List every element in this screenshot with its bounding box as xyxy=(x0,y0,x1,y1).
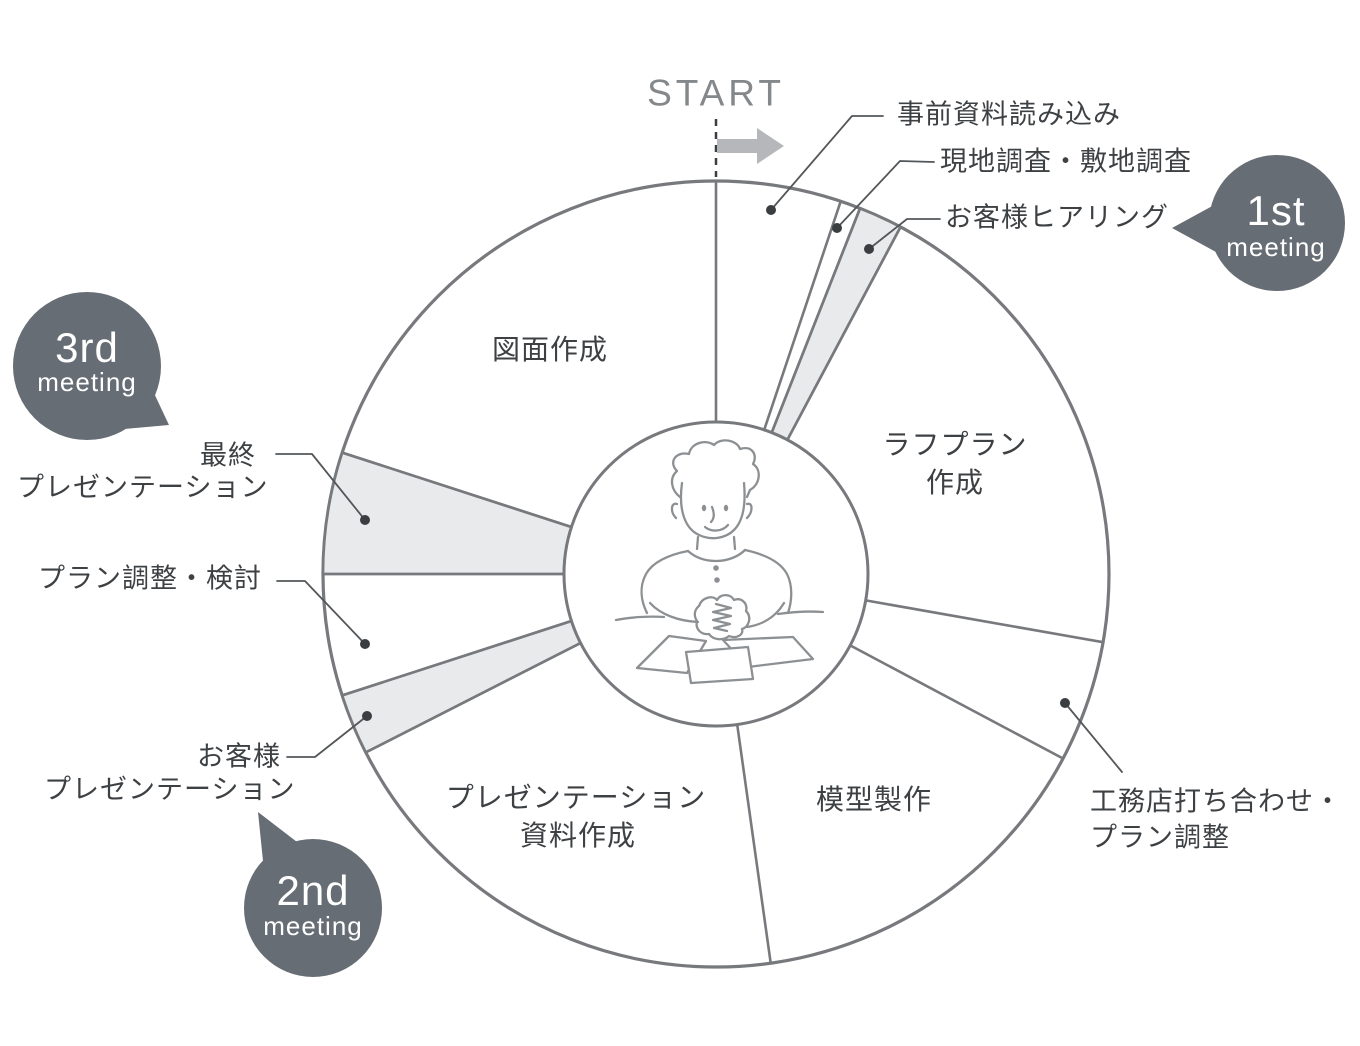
leader-customer-hearing xyxy=(868,218,941,250)
badge-2nd-meeting-ordinal: 2nd xyxy=(276,867,350,914)
leader-site-survey xyxy=(836,160,935,229)
leader-final-presentation xyxy=(275,453,366,521)
badge-3rd-circle xyxy=(13,292,161,440)
dot-final-presentation xyxy=(360,515,370,525)
button xyxy=(713,565,719,571)
clasped-hands xyxy=(693,593,751,641)
segment-label-rough-plan-line1: ラフプラン xyxy=(882,429,1028,460)
right-arm xyxy=(743,548,793,615)
label-contractor-meeting-line2: プラン調整 xyxy=(1090,822,1230,853)
marker-dots xyxy=(360,205,1070,721)
left-ear xyxy=(670,502,679,520)
label-pre-materials-reading: 事前資料読み込み xyxy=(897,99,1121,130)
label-site-survey: 現地調査・敷地調査 xyxy=(940,146,1192,177)
badge-1st-meeting-ordinal: 1st xyxy=(1246,187,1306,234)
left-arm xyxy=(640,549,690,615)
neck xyxy=(695,535,737,551)
person-at-desk-icon xyxy=(614,439,825,685)
right-forearm xyxy=(745,601,786,629)
nose xyxy=(709,505,715,524)
desk-right xyxy=(776,610,825,616)
divider xyxy=(786,225,902,442)
right-ear xyxy=(745,502,753,520)
dot-customer-hearing xyxy=(864,244,874,254)
label-customer-hearing: お客様ヒアリング xyxy=(945,202,1169,233)
label-final-presentation-line2: プレゼンテーション xyxy=(17,472,269,503)
label-plan-review: プラン調整・検討 xyxy=(38,563,262,594)
dot-pre-materials xyxy=(766,205,776,215)
divider xyxy=(340,619,573,697)
start-arrow-icon xyxy=(717,128,784,164)
label-customer-presentation-line2: プレゼンテーション xyxy=(44,774,296,805)
face xyxy=(679,481,746,540)
badge-2nd-tail xyxy=(258,812,297,861)
divider xyxy=(340,451,573,529)
badge-shapes xyxy=(13,155,1345,977)
left-eye xyxy=(701,504,707,512)
dot-site-survey xyxy=(832,223,842,233)
leader-contractor-meeting xyxy=(1064,702,1123,773)
label-contractor-meeting-line1: 工務店打ち合わせ・ xyxy=(1090,786,1342,817)
badge-3rd-meeting-ordinal: 3rd xyxy=(55,324,119,371)
divider xyxy=(864,599,1105,644)
leader-lines xyxy=(275,115,1123,773)
button xyxy=(714,577,720,583)
badge-1st-meeting-word: meeting xyxy=(1226,232,1326,262)
dot-plan-review xyxy=(360,639,370,649)
segment-dividers xyxy=(321,179,1105,965)
badge-2nd-circle xyxy=(244,839,382,977)
leader-customer-presentation xyxy=(286,715,368,758)
segment-label-presentation-materials-line1: プレゼンテーション xyxy=(445,782,707,813)
segment-label-model-making: 模型製作 xyxy=(815,784,933,815)
badge-2nd-meeting-word: meeting xyxy=(263,911,363,941)
leader-pre-materials xyxy=(770,115,884,211)
right-eye xyxy=(723,504,729,512)
badge-3rd-meeting-word: meeting xyxy=(37,367,137,397)
segment-label-presentation-materials-line2: 資料作成 xyxy=(519,820,637,851)
hair xyxy=(670,439,760,499)
desk-left xyxy=(614,615,666,622)
mouth xyxy=(703,523,730,532)
paper xyxy=(684,645,755,685)
divider xyxy=(364,641,582,754)
divider xyxy=(735,723,773,965)
divider xyxy=(762,200,843,432)
start-label: START xyxy=(647,72,785,114)
fingers-squiggle xyxy=(711,602,733,633)
divider xyxy=(770,207,862,434)
collar xyxy=(686,548,747,563)
badge-1st-tail xyxy=(1172,204,1216,252)
badge-1st-circle xyxy=(1209,155,1345,291)
label-customer-presentation-line1: お客様 xyxy=(197,741,281,772)
leader-plan-review xyxy=(276,580,366,645)
label-final-presentation-line1: 最終 xyxy=(200,440,256,471)
dot-customer-presentation xyxy=(362,711,372,721)
left-forearm xyxy=(648,601,700,624)
dot-contractor-meeting xyxy=(1060,698,1070,708)
divider xyxy=(848,644,1065,760)
segment-label-rough-plan-line2: 作成 xyxy=(925,467,985,498)
segment-label-drawing-creation: 図面作成 xyxy=(491,334,609,365)
